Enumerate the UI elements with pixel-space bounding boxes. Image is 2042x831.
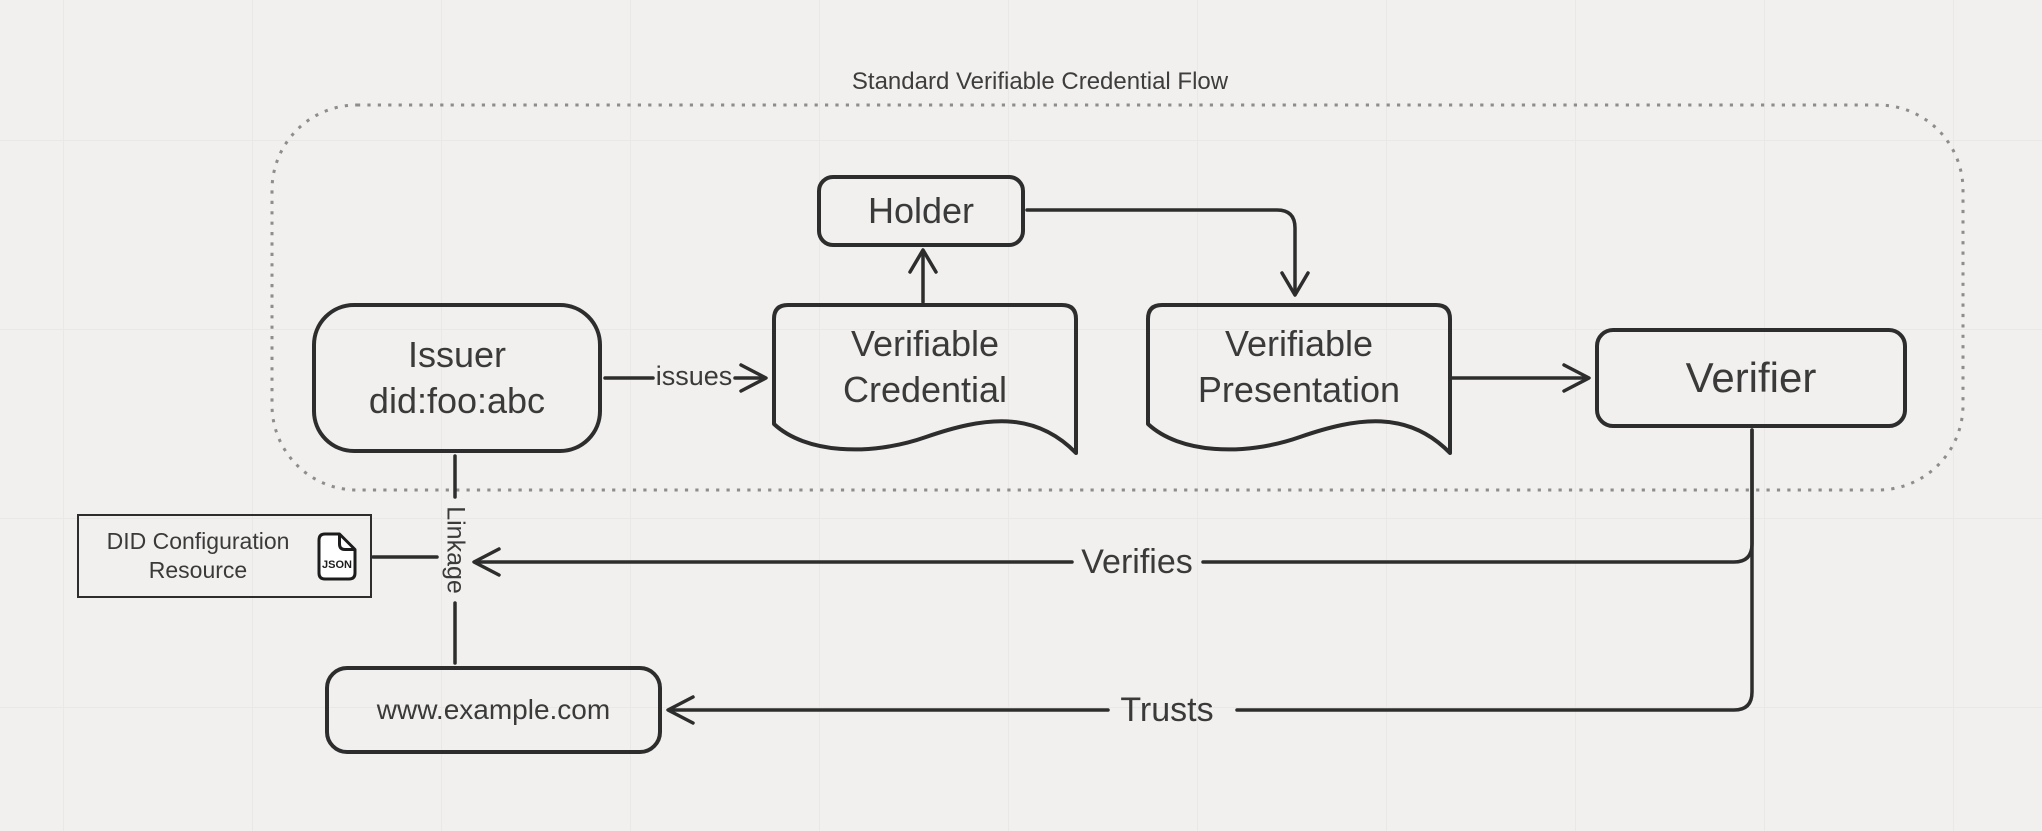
verifiable-presentation-node[interactable]: Verifiable Presentation bbox=[1146, 303, 1452, 456]
document-shape bbox=[1146, 303, 1452, 455]
frame-title[interactable]: Standard Verifiable Credential Flow bbox=[851, 68, 1229, 95]
issuer-node[interactable]: Issuer did:foo:abc bbox=[312, 303, 602, 453]
vc-label-line2: Credential bbox=[842, 369, 1008, 410]
trusts-arrowhead bbox=[666, 695, 695, 725]
did-label-line2: Resource bbox=[148, 557, 248, 583]
document-shape bbox=[772, 303, 1078, 455]
json-file-icon: JSON bbox=[317, 532, 357, 580]
issuer-label-line1: Issuer bbox=[407, 334, 507, 375]
holder-to-vp-arrowhead bbox=[1280, 271, 1310, 297]
verifier-label: Verifier bbox=[1685, 354, 1817, 401]
issues-arrowhead bbox=[739, 363, 768, 393]
holder-node[interactable]: Holder bbox=[817, 175, 1025, 247]
did-label-line1: DID Configuration bbox=[106, 528, 290, 554]
verifiable-credential-node[interactable]: Verifiable Credential bbox=[772, 303, 1078, 456]
holder-label: Holder bbox=[867, 190, 975, 231]
issues-edge-label[interactable]: issues bbox=[655, 361, 733, 391]
vc-label-line1: Verifiable bbox=[850, 323, 1000, 364]
holder-to-vp-arrow[interactable] bbox=[1025, 208, 1297, 293]
website-node[interactable]: www.example.com bbox=[325, 666, 662, 754]
website-label: www.example.com bbox=[376, 694, 611, 725]
vp-to-verifier-arrowhead bbox=[1562, 363, 1591, 393]
did-configuration-resource-node[interactable]: DID Configuration Resource JSON bbox=[77, 514, 372, 598]
trusts-edge-label[interactable]: Trusts bbox=[1120, 691, 1214, 729]
vp-label-line2: Presentation bbox=[1197, 369, 1401, 410]
linkage-edge-label[interactable]: Linkage bbox=[441, 506, 470, 594]
json-icon-text: JSON bbox=[322, 559, 352, 571]
verifies-edge-label[interactable]: Verifies bbox=[1081, 543, 1193, 581]
vc-to-holder-arrowhead bbox=[908, 248, 938, 274]
flow-frame-border[interactable] bbox=[270, 103, 1965, 492]
verifier-node[interactable]: Verifier bbox=[1595, 328, 1907, 428]
vp-label-line1: Verifiable bbox=[1224, 323, 1374, 364]
verifies-arrowhead bbox=[472, 547, 501, 577]
trusts-arrow-segment-right[interactable] bbox=[1235, 428, 1754, 712]
issuer-label-line2: did:foo:abc bbox=[368, 380, 546, 421]
